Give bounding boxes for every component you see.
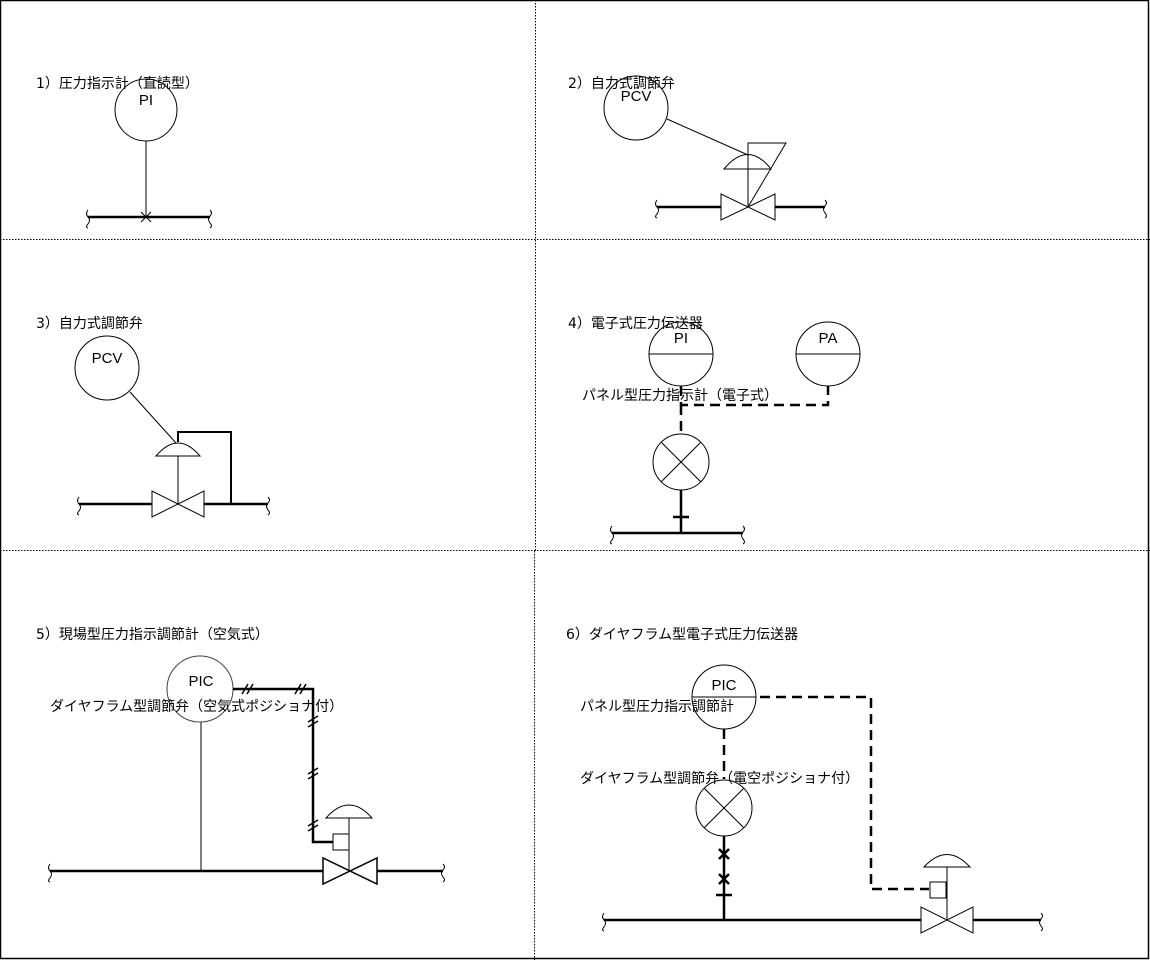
root-valve-x-icon: [140, 211, 152, 223]
panel-6-caption: 6）ダイヤフラム型電子式圧力伝送器 パネル型圧力指示調節計 ダイヤフラム型調節弁…: [566, 575, 859, 815]
pic-tag: PIC: [188, 673, 213, 690]
panel-2-caption: 2）自力式調節弁: [568, 24, 675, 120]
caption-line: 3）自力式調節弁: [36, 316, 143, 332]
pa-tag: PA: [819, 330, 838, 347]
positioner-box: [332, 833, 350, 851]
caption-line: ダイヤフラム型調節弁（電空ポジショナ付）: [566, 771, 860, 787]
pic-tag: PIC: [711, 677, 736, 694]
panel-5-caption: 5）現場型圧力指示調節計（空気式） ダイヤフラム型調節弁（空気式ポジショナ付）: [36, 575, 343, 743]
control-valve-body: [151, 490, 205, 518]
diaphragm-actuator: [922, 854, 972, 868]
panel-4-caption: 4）電子式圧力伝送器 パネル型圧力指示計（電子式）: [568, 264, 778, 432]
panel-2-symbol: PCV: [603, 75, 827, 221]
panel-3-caption: 3）自力式調節弁: [36, 264, 143, 360]
pipe-break-right-icon: [266, 496, 270, 516]
pipe-break-right-icon: [1039, 912, 1043, 932]
electric-signal-line: [679, 386, 830, 407]
caption-line: ダイヤフラム型調節弁（空気式ポジショナ付）: [36, 699, 344, 715]
diaphragm-actuator: [324, 804, 374, 819]
pipe-break-right-icon: [741, 525, 745, 545]
pcv-instrument-bubble: [74, 335, 140, 401]
control-valve-body: [720, 193, 776, 221]
caption-line: 6）ダイヤフラム型電子式圧力伝送器: [566, 627, 799, 643]
valve-x-marks: [718, 848, 730, 885]
positioner-box: [929, 881, 947, 899]
pi-tag: PI: [674, 330, 688, 347]
downstream-sensing-line: [177, 431, 232, 504]
transmitter-x-icon: [703, 787, 745, 829]
panel-3-symbol: PCV: [74, 335, 270, 518]
pneumatic-hash-marks: [241, 683, 319, 832]
pneumatic-signal-line: [233, 687, 333, 844]
sensing-link: [129, 391, 177, 444]
panel-5-symbol: PIC: [48, 655, 445, 886]
pcv-instrument-bubble: [603, 75, 669, 141]
pcv-tag: PCV: [92, 350, 123, 367]
sensing-link: [666, 118, 749, 156]
transmitter-x-icon: [660, 441, 702, 483]
pipe-break-right-icon: [208, 209, 212, 229]
panel-6-symbol: PIC: [602, 664, 1043, 934]
caption-line: 2）自力式調節弁: [568, 76, 675, 92]
pipe-break-right-icon: [823, 199, 827, 219]
panel-1-symbol: PI: [86, 78, 212, 229]
pipe-break-right-icon: [441, 863, 445, 883]
caption-line: 5）現場型圧力指示調節計（空気式）: [36, 627, 269, 643]
panel-1-caption: 1）圧力指示計（直読型）: [36, 24, 199, 120]
pipe-break-left-icon: [77, 496, 81, 516]
pipe-break-left-icon: [655, 199, 659, 219]
pi-tag: PI: [139, 92, 153, 109]
electric-signal-line: [760, 695, 929, 891]
pipe-break-left-icon: [86, 209, 90, 229]
panel-4-symbol: PI PA: [610, 321, 861, 545]
pcv-tag: PCV: [621, 88, 652, 105]
pipe-break-left-icon: [48, 863, 52, 883]
control-valve-body: [920, 906, 974, 934]
pipe-break-left-icon: [610, 525, 614, 545]
control-valve-body: [322, 856, 378, 886]
caption-line: パネル型圧力指示調節計: [566, 699, 734, 715]
feedback-triangle: [747, 142, 787, 208]
caption-line: 4）電子式圧力伝送器: [568, 316, 703, 332]
diaphragm-actuator: [154, 442, 202, 457]
pipe-break-left-icon: [602, 912, 606, 932]
caption-line: 1）圧力指示計（直読型）: [36, 76, 199, 92]
caption-line: パネル型圧力指示計（電子式）: [568, 388, 778, 404]
